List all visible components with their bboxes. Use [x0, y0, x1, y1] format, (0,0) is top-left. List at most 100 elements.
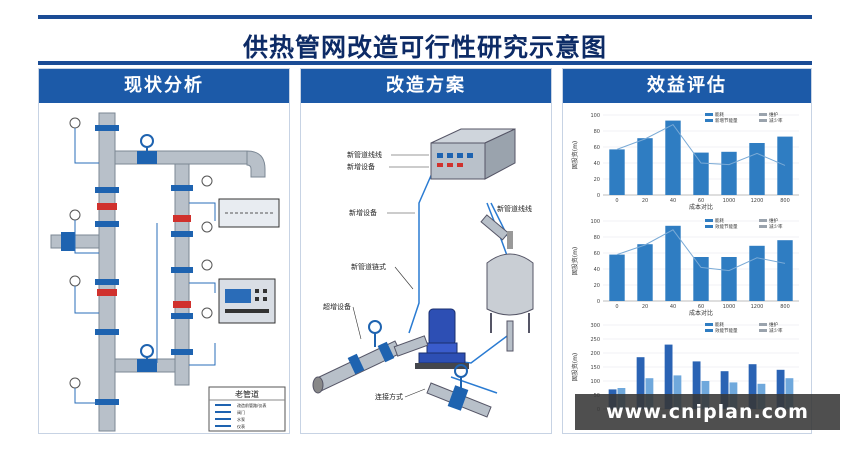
pump-unit — [415, 308, 469, 369]
bar — [721, 151, 737, 195]
legend-swatch — [705, 219, 713, 222]
y-axis-label: 固投资(m) — [571, 247, 579, 276]
bar — [665, 120, 681, 195]
x-tick-label: 60 — [698, 198, 704, 204]
bar — [721, 257, 737, 301]
legend-row: 改造前管路/仪表 — [237, 402, 266, 408]
bar — [692, 361, 701, 409]
bar — [664, 344, 673, 409]
left-valve — [61, 232, 75, 251]
top-elbow-pipe — [246, 150, 266, 178]
legend-swatch — [759, 323, 767, 326]
x-tick-label: 1200 — [751, 198, 764, 204]
x-tick-label: 1200 — [751, 304, 764, 310]
branch-flanges — [171, 185, 193, 355]
x-tick-label: 800 — [780, 304, 790, 310]
trend-line — [616, 229, 786, 272]
bar — [693, 152, 709, 195]
x-tick-label: 20 — [642, 304, 648, 310]
y-tick-label: 150 — [590, 365, 600, 371]
legend-row: 水泵 — [237, 416, 245, 422]
pressure-gauge-icon — [69, 117, 213, 389]
outlet-valve — [426, 382, 492, 418]
legend-swatch — [705, 323, 713, 326]
legend-swatch — [759, 113, 767, 116]
legend-title: 老管道 — [235, 389, 259, 399]
legend-label: 维护 — [769, 111, 778, 118]
top-rule — [38, 15, 812, 19]
signal-lines — [74, 128, 216, 404]
y-tick-label: 0 — [597, 299, 600, 305]
legend-label: 维护 — [769, 321, 778, 328]
handwheel-icon — [454, 364, 468, 389]
handwheel-icon — [137, 134, 157, 164]
legend-label: 减少率 — [769, 117, 783, 124]
label-leaders — [352, 154, 429, 398]
x-tick-label: 60 — [698, 304, 704, 310]
bar — [665, 225, 681, 301]
bar — [637, 138, 653, 195]
legend-label: 能耗 — [715, 217, 724, 224]
y-tick-label: 100 — [590, 219, 600, 225]
legend-swatches — [215, 404, 231, 427]
x-tick-label: 40 — [670, 198, 676, 204]
y-tick-label: 250 — [590, 337, 600, 343]
bar — [777, 240, 793, 301]
top-header-pipe — [114, 150, 248, 165]
y-tick-label: 100 — [590, 379, 600, 385]
trend-line — [616, 123, 786, 166]
y-tick-label: 40 — [594, 161, 600, 167]
bar — [749, 245, 765, 301]
legend-swatch — [759, 329, 767, 332]
x-tick-label: 20 — [642, 198, 648, 204]
x-axis-label: 成本对比 — [689, 203, 713, 211]
x-tick-label: 0 — [615, 304, 618, 310]
legend-swatch — [705, 113, 713, 116]
label-extra-equipment: 超增设备 — [323, 302, 351, 311]
panel-plan: 改造方案 — [300, 68, 552, 434]
legend-label: 效能节能量 — [715, 327, 738, 334]
legend-label: 维护 — [769, 217, 778, 224]
handwheel-icon — [368, 320, 382, 347]
label-new-pipe-line-2: 新管道线线 — [497, 204, 532, 213]
legend-label: 能耗 — [715, 321, 724, 328]
legend-swatch — [759, 219, 767, 222]
status-diagram: 老管道 改造前管路/仪表 阀门 水泵 仪表 — [39, 103, 289, 433]
pipe-network-svg: 老管道 改造前管路/仪表 阀门 水泵 仪表 — [50, 112, 286, 432]
y-axis-label: 固投资(m) — [571, 141, 579, 170]
legend-swatch — [759, 119, 767, 122]
y-tick-label: 60 — [594, 145, 600, 151]
y-tick-label: 20 — [594, 283, 600, 289]
label-new-pipe-line: 新管道线线 — [347, 150, 382, 159]
bar — [776, 369, 785, 409]
bar — [645, 378, 654, 409]
legend-label: 效能节能量 — [715, 223, 738, 230]
bar — [748, 364, 757, 409]
legend-label: 新增节能量 — [715, 117, 738, 124]
bar — [749, 143, 765, 195]
y-tick-label: 100 — [590, 113, 600, 119]
y-tick-label: 300 — [590, 323, 600, 329]
handwheel-icon — [137, 344, 157, 372]
legend-swatch — [705, 119, 713, 122]
label-connection-method: 连接方式 — [375, 392, 403, 401]
legend-swatch — [759, 225, 767, 228]
bar — [693, 257, 709, 301]
legend-label: 减少率 — [769, 223, 783, 230]
panel-status-heading: 现状分析 — [39, 69, 289, 103]
legend-row: 阀门 — [237, 409, 245, 415]
y-tick-label: 40 — [594, 267, 600, 273]
main-flanges — [95, 125, 119, 405]
y-tick-label: 80 — [594, 129, 600, 135]
y-tick-label: 60 — [594, 251, 600, 257]
red-valves — [97, 203, 191, 308]
x-tick-label: 800 — [780, 198, 790, 204]
x-tick-label: 1000 — [723, 304, 736, 310]
legend-swatch — [705, 225, 713, 228]
equipment-cabinet — [430, 128, 516, 180]
storage-tank — [486, 231, 534, 352]
bar — [609, 149, 625, 195]
